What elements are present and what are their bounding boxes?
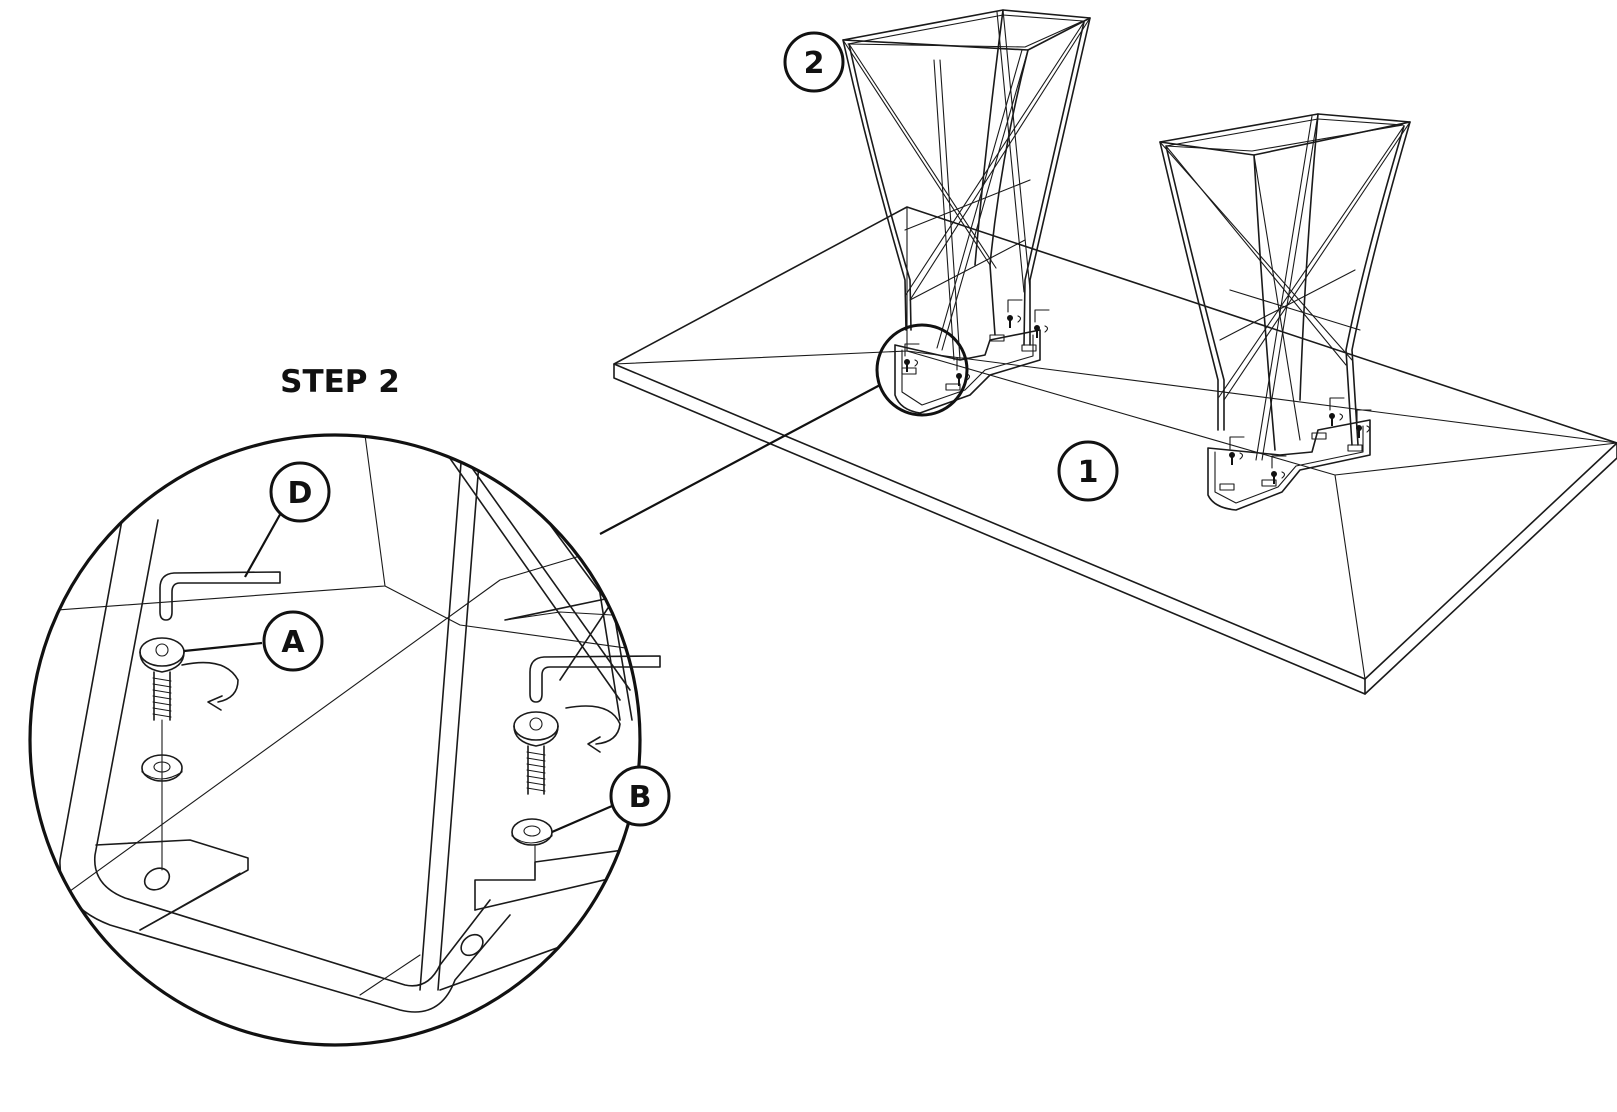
step-title: STEP 2 <box>280 364 400 400</box>
callout-a-label: A <box>281 625 305 660</box>
callout-1-label: 1 <box>1078 455 1099 490</box>
leg-left-fasteners <box>904 299 1050 386</box>
leg-right-fasteners <box>1229 397 1372 484</box>
callout-2: 2 <box>783 31 845 93</box>
callout-d: D <box>269 461 331 523</box>
rotate-arrow-right-icon <box>565 705 621 753</box>
callout-b: B <box>609 765 671 827</box>
tabletop <box>613 206 1617 695</box>
detail-marker-ring <box>875 323 969 417</box>
screw-right-icon <box>513 711 559 795</box>
callout-2-label: 2 <box>804 46 825 81</box>
hex-key-d-icon <box>159 571 281 621</box>
callout-d-label: D <box>288 476 313 511</box>
hex-key-right-icon <box>529 655 661 703</box>
callout-b-label: B <box>629 780 652 815</box>
rotate-arrow-left-icon <box>181 661 239 711</box>
callout-1: 1 <box>1057 440 1119 502</box>
detail-leader-line <box>599 384 881 535</box>
table-leg-right <box>1159 113 1411 511</box>
screw-a-icon <box>139 637 185 721</box>
table-leg-left <box>842 9 1091 414</box>
zoom-detail <box>28 433 661 1047</box>
callout-a: A <box>262 610 324 672</box>
